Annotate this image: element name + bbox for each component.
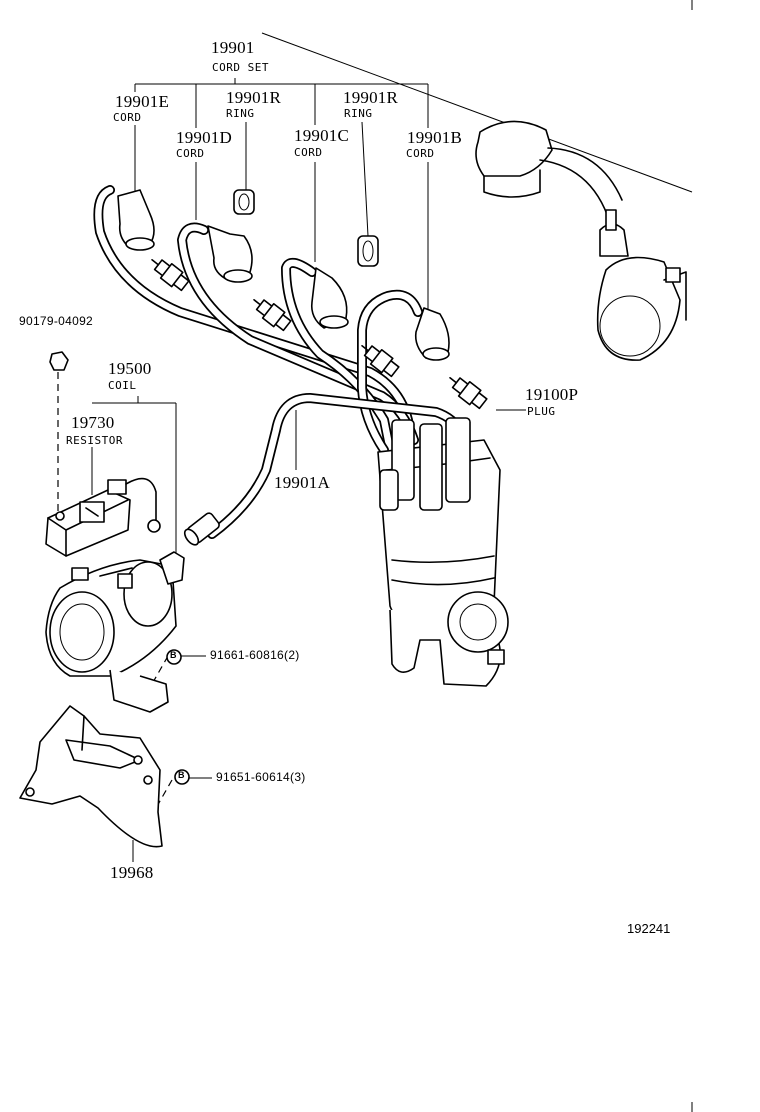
- bolt-1-marker: B: [170, 650, 177, 660]
- cord-d-name: CORD: [176, 147, 205, 160]
- plug-boots: [117, 189, 450, 361]
- distributor: [377, 417, 509, 687]
- ring-2-part-number: 19901R: [343, 88, 399, 107]
- ring-1-name: RING: [226, 107, 255, 120]
- cord-d-part-number: 19901D: [176, 128, 232, 147]
- ring-2-name: RING: [344, 107, 373, 120]
- ring-1-part-number: 19901R: [226, 88, 282, 107]
- cord-set-part-number: 19901: [211, 38, 255, 57]
- nut-part: [49, 351, 69, 371]
- leader-lines: [57, 32, 693, 862]
- bolt-markers: [166, 649, 190, 785]
- plug-name: PLUG: [527, 405, 556, 418]
- coil-name: COIL: [108, 379, 137, 392]
- coil-part-number: 19500: [108, 359, 152, 378]
- resistor-part-number: 19730: [71, 413, 115, 432]
- bolt-2-marker: B: [178, 770, 185, 780]
- plug-part-number: 19100P: [525, 385, 579, 404]
- diagram-reference-number: 192241: [627, 921, 671, 936]
- plug-wires: [93, 185, 465, 539]
- spark-plugs: [151, 259, 488, 410]
- cord-c-part-number: 19901C: [294, 126, 350, 145]
- bolt-2-part-number: 91651-60614(3): [216, 770, 306, 784]
- coil-wire-boot: [183, 512, 220, 546]
- cord-c-name: CORD: [294, 146, 323, 159]
- nut-part-number: 90179-04092: [19, 314, 94, 328]
- resistor-part: [45, 477, 161, 557]
- ignition-coil-part: [45, 551, 185, 713]
- resistor-name: RESISTOR: [66, 434, 123, 447]
- distributor-cap-cover: [475, 120, 687, 361]
- cord-e-name: CORD: [113, 111, 142, 124]
- bracket-part: [19, 705, 163, 848]
- bracket-part-number: 19968: [110, 863, 154, 882]
- cord-a-part-number: 19901A: [274, 473, 330, 492]
- cord-b-part-number: 19901B: [407, 128, 463, 147]
- cord-b-name: CORD: [406, 147, 435, 160]
- cord-e-part-number: 19901E: [115, 92, 170, 111]
- bolt-1-part-number: 91661-60816(2): [210, 648, 300, 662]
- cord-set-name: CORD SET: [212, 61, 269, 74]
